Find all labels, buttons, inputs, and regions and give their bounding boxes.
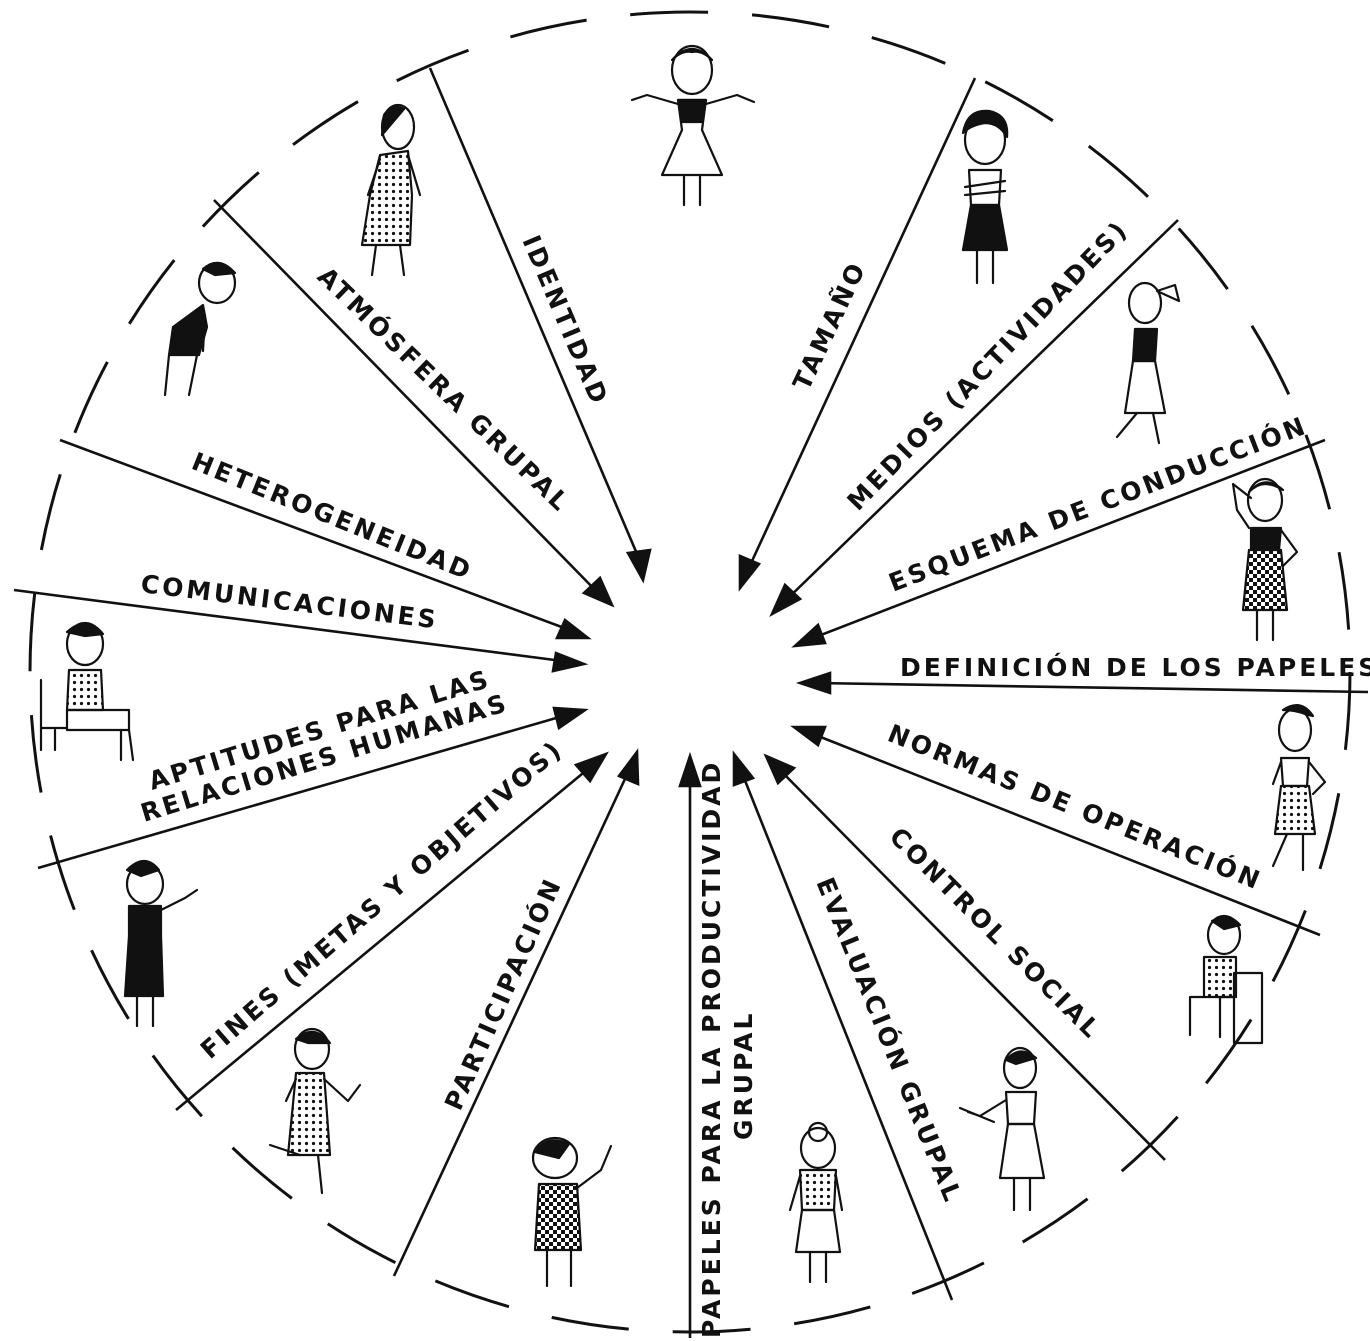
figure-woman-back-view <box>790 1123 842 1282</box>
arrowhead-identidad <box>628 550 650 580</box>
figure-woman-leaning-forward <box>362 105 420 275</box>
label-definicion: DEFINICIÓN DE LOS PAPELES <box>900 652 1370 682</box>
figure-woman-holding-tray <box>960 1048 1044 1210</box>
figure-woman-raising-arm <box>533 1138 611 1286</box>
figure-woman-standing <box>1273 705 1325 870</box>
arrowhead-comunicaciones <box>553 653 584 671</box>
spoke-arrows <box>14 68 1368 1338</box>
figure-woman-arms-crossed <box>963 111 1007 283</box>
arrowhead-definicion <box>800 673 830 693</box>
label-evaluacion: EVALUACIÓN GRUPAL <box>810 873 969 1208</box>
figure-man-seated <box>1190 916 1262 1043</box>
figure-man-bending <box>165 263 235 395</box>
arrow-normas <box>808 732 1320 935</box>
label-papeles-line1: PAPELES PARA LA PRODUCTIVIDAD <box>697 760 726 1338</box>
label-participacion: PARTICIPACIÓN <box>438 872 568 1114</box>
figure-woman-walking <box>1117 283 1179 443</box>
figure-woman-running <box>270 1029 360 1193</box>
labels: IDENTIDAD TAMAÑO MEDIOS (ACTIVIDADES) ES… <box>137 214 1370 1338</box>
arrow-definicion <box>815 683 1368 692</box>
label-control: CONTROL SOCIAL <box>884 822 1107 1045</box>
arrowhead-participacion <box>619 752 638 784</box>
figure-woman-pointing <box>125 861 197 1026</box>
label-papeles-line2: GRUPAL <box>729 1011 758 1140</box>
figure-woman-hand-on-head <box>1233 479 1297 640</box>
arrowhead-heterogeneidad <box>557 620 588 638</box>
label-medios: MEDIOS (ACTIVIDADES) <box>841 214 1134 516</box>
figure-woman-arms-open <box>632 46 754 205</box>
label-atmosfera: ATMÓSFERA GRUPAL <box>312 261 577 518</box>
arrowhead-tamano <box>740 556 759 588</box>
figure-woman-seated <box>41 623 133 760</box>
arrowhead-normas <box>794 727 825 745</box>
arrowhead-evaluacion <box>734 754 753 785</box>
label-heterogeneidad: HETEROGENEIDAD <box>188 447 477 586</box>
arrowhead-esquema <box>795 625 825 646</box>
arrowhead-fines <box>576 754 606 781</box>
arrowhead-aptitudes <box>554 708 585 728</box>
